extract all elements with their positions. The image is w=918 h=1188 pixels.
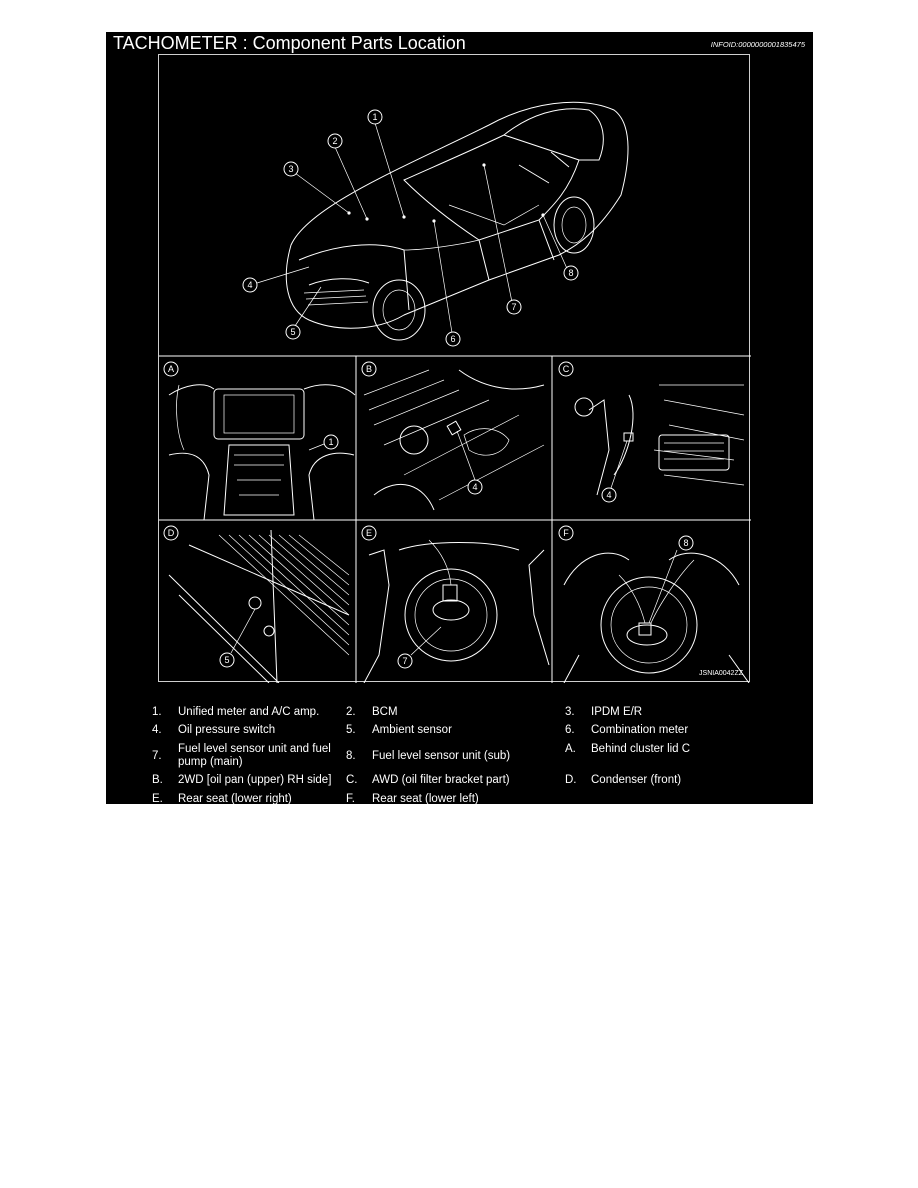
legend-item-number: E. [152,793,163,805]
svg-text:5: 5 [224,655,229,665]
legend-item-number: 2. [346,706,356,718]
legend-item-text: Unified meter and A/C amp. [178,706,320,718]
svg-text:B: B [366,364,372,374]
panel-label-c: C [558,361,574,377]
panel-label-a: A [163,361,179,377]
legend-item-text: Oil pressure switch [178,724,276,736]
svg-text:E: E [366,528,372,538]
svg-text:2: 2 [332,136,337,146]
car-callout-leaders [256,122,570,340]
svg-text:7: 7 [511,302,516,312]
callout-3: 3 [283,161,299,177]
panel-c-callout: 4 [601,487,617,503]
svg-text:4: 4 [606,490,611,500]
svg-text:1: 1 [372,112,377,122]
legend-item-number: 8. [346,750,356,762]
svg-text:F: F [563,528,569,538]
svg-text:A: A [168,364,174,374]
svg-text:7: 7 [402,656,407,666]
legend-item-text: Fuel level sensor unit (sub) [372,750,511,762]
car-illustration [285,101,629,341]
svg-text:4: 4 [247,280,252,290]
info-id: INFOID:0000000001835475 [710,40,805,49]
svg-text:8: 8 [683,538,688,548]
panel-label-b: B [361,361,377,377]
legend-item-number: 7. [152,750,162,762]
diagram-drawing: 1 2 3 4 5 6 7 8 [159,101,751,683]
legend-item-text: IPDM E/R [591,706,643,718]
panel-f-callout: 8 [678,535,694,551]
callout-4: 4 [242,277,258,293]
callout-1: 1 [367,109,383,125]
svg-text:D: D [168,528,175,538]
legend-item-number: B. [152,774,163,786]
legend-item-text: Condenser (front) [591,774,682,786]
figure-code: JSNIA0042ZZ [699,670,743,677]
legend-item-number: 1. [152,706,162,718]
legend-item-text: 2WD [oil pan (upper) RH side] [178,774,332,786]
svg-text:6: 6 [450,334,455,344]
svg-text:8: 8 [568,268,573,278]
legend-item-text: BCM [372,706,398,718]
panel-f-drawing [563,549,750,683]
legend-item-text: Rear seat (lower right) [178,793,292,805]
legend-item-number: 6. [565,724,575,736]
panel-e-callout: 7 [397,653,413,669]
legend-item-number: 4. [152,724,162,736]
svg-text:3: 3 [288,164,293,174]
legend-item-text: Fuel level sensor unit and fuel pump (ma… [178,743,331,768]
component-diagram: 1 2 3 4 5 6 7 8 [158,54,751,683]
legend-item-number: 5. [346,724,356,736]
panel-label-e: E [361,525,377,541]
callout-6: 6 [445,331,461,347]
legend-item-text: AWD (oil filter bracket part) [372,774,510,786]
panel-a-drawing [168,384,356,521]
svg-text:4: 4 [472,482,477,492]
panel-a-callout: 1 [323,434,339,450]
svg-text:C: C [563,364,570,374]
svg-text:1: 1 [328,437,333,447]
component-location-sheet: TACHOMETER : Component Parts Location IN… [106,32,813,805]
panel-c-drawing [574,384,745,496]
legend-item-number: D. [565,774,577,786]
callout-8: 8 [563,265,579,281]
legend-item-text: Behind cluster lid C [591,743,691,755]
legend-item-number: F. [346,793,355,805]
legend-item-text: Rear seat (lower left) [372,793,479,805]
panel-d-callout: 5 [219,652,235,668]
legend-item-number: A. [565,743,576,755]
page-title: TACHOMETER : Component Parts Location [113,33,466,53]
panel-b-drawing [363,369,545,511]
panel-e-drawing [363,539,550,683]
panel-d-drawing [168,529,350,683]
callout-7: 7 [506,299,522,315]
panel-label-f: F [558,525,574,541]
legend-item-text: Combination meter [591,724,689,736]
legend-item-number: C. [346,774,358,786]
svg-text:5: 5 [290,327,295,337]
legend-item-number: 3. [565,706,575,718]
callout-2: 2 [327,133,343,149]
panel-label-d: D [163,525,179,541]
panel-b-callout: 4 [467,479,483,495]
legend-item-text: Ambient sensor [372,724,452,736]
callout-5: 5 [285,324,301,340]
